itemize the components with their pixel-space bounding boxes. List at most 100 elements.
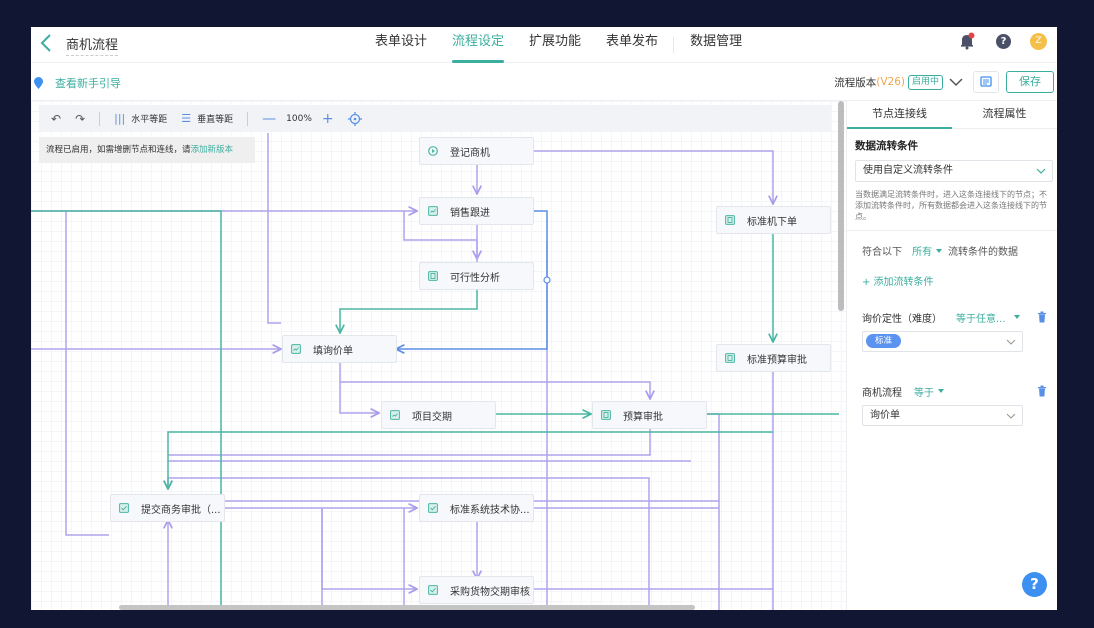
tab-extensions[interactable]: 扩展功能 [529, 34, 582, 49]
add-condition-button[interactable]: + 添加流转条件 [862, 277, 934, 288]
top-icons: ? Z [958, 32, 1047, 50]
comment-button[interactable] [973, 71, 999, 93]
tab-process-properties[interactable]: 流程属性 [982, 107, 1027, 120]
version-label: 流程版本 [834, 76, 877, 89]
version-number: (V26) [876, 76, 905, 88]
approval-icon [601, 410, 611, 420]
help-icon[interactable]: ? [996, 33, 1011, 49]
flow-node[interactable]: 项目交期 [381, 401, 496, 429]
node-label: 登记商机 [450, 147, 490, 159]
app-title[interactable]: 商机流程 [66, 34, 119, 56]
edge[interactable] [340, 290, 478, 333]
edge[interactable] [339, 363, 379, 413]
chevron-down-icon [1006, 339, 1016, 345]
condition-value-select[interactable]: 询价单 [862, 405, 1023, 426]
chevron-down-icon[interactable] [949, 77, 963, 87]
match-mode-dropdown[interactable]: 所有 [912, 243, 942, 258]
guide-link[interactable]: 查看新手引导 [34, 75, 121, 91]
condition-operator-dropdown[interactable]: 等于 [914, 384, 944, 399]
zoom-out-button[interactable]: — [262, 110, 277, 127]
trash-icon[interactable] [1037, 385, 1047, 397]
edge[interactable] [321, 508, 417, 589]
node-label: 项目交期 [412, 411, 452, 423]
vertical-spacing-button[interactable]: ☰ 垂直等距 [181, 112, 233, 125]
node-label: 标准机下单 [747, 216, 797, 228]
trash-icon[interactable] [1037, 311, 1047, 323]
top-bar: 商机流程 表单设计 流程设定 扩展功能 表单发布 数据管理 ? Z [31, 27, 1057, 63]
chevron-left-icon[interactable] [39, 33, 55, 53]
condition-value-select[interactable]: 标准 [862, 331, 1023, 352]
edge[interactable] [168, 477, 650, 610]
flow-canvas[interactable]: ↶ ↷ ||| 水平等距 ☰ 垂直等距 — 100% + 流程已启用，如需增删节… [31, 101, 846, 610]
condition-header: 询价定性（难度） 等于任意... [862, 310, 1057, 325]
tab-form-publish[interactable]: 表单发布 [606, 34, 659, 49]
tab-process-settings[interactable]: 流程设定 [452, 27, 505, 63]
edge[interactable] [168, 427, 651, 456]
locate-icon[interactable] [347, 111, 362, 126]
condition-field: 商机流程 [862, 387, 902, 399]
condition-operator: 等于任意... [956, 313, 1006, 325]
node-label: 填询价单 [313, 345, 353, 357]
condition-operator-dropdown[interactable]: 等于任意... [956, 310, 1020, 325]
zoom-in-button[interactable]: + [321, 110, 334, 127]
vertical-spacing-icon: ☰ [181, 112, 192, 125]
form-icon [390, 410, 400, 420]
caret-down-icon [1013, 315, 1020, 319]
form-icon [428, 206, 438, 216]
undo-button[interactable]: ↶ [51, 111, 62, 126]
bell-icon[interactable] [958, 32, 976, 50]
match-prefix: 符合以下 [862, 247, 902, 258]
flow-node[interactable]: 填询价单 [282, 335, 397, 363]
edge[interactable] [534, 150, 773, 204]
horizontal-spacing-button[interactable]: ||| 水平等距 [114, 112, 167, 125]
check-icon [428, 585, 438, 595]
horizontal-scrollbar[interactable] [119, 605, 695, 610]
node-label: 预算审批 [623, 411, 663, 423]
tab-data-management[interactable]: 数据管理 [690, 34, 743, 49]
flow-node[interactable]: 提交商务审批（... [110, 494, 225, 522]
flow-node-start[interactable]: 登记商机 [419, 137, 534, 165]
edge[interactable] [65, 211, 109, 536]
redo-button[interactable]: ↷ [75, 111, 86, 126]
guide-label: 查看新手引导 [55, 77, 121, 90]
flow-node[interactable]: 标准预算审批 [716, 344, 831, 372]
node-label: 提交商务审批（... [141, 504, 221, 516]
vertical-scrollbar[interactable] [838, 101, 844, 311]
approval-icon [725, 215, 735, 225]
tab-form-design[interactable]: 表单设计 [375, 34, 428, 49]
node-label: 可行性分析 [450, 272, 500, 284]
edge[interactable] [340, 381, 650, 399]
add-version-link[interactable]: 添加新版本 [190, 145, 234, 155]
toolbar-divider [99, 111, 101, 126]
save-button[interactable]: 保存 [1006, 71, 1054, 93]
flow-node[interactable]: 标准系统技术协... [419, 494, 534, 522]
match-suffix: 流转条件的数据 [948, 247, 1018, 258]
edge[interactable] [168, 431, 773, 489]
caret-down-icon [936, 248, 942, 253]
tab-node-connection[interactable]: 节点连接线 [847, 101, 952, 129]
condition-mode-select[interactable]: 使用自定义流转条件 [855, 160, 1053, 182]
flow-node[interactable]: 销售跟进 [419, 197, 534, 225]
message-icon [980, 76, 992, 87]
version-notice: 流程已启用，如需增删节点和连线，请添加新版本 [39, 137, 255, 163]
value-tag: 标准 [866, 334, 902, 348]
flow-node[interactable]: 标准机下单 [716, 206, 831, 234]
flow-node[interactable]: 预算审批 [592, 401, 707, 429]
condition-operator: 等于 [914, 387, 934, 399]
floating-help-button[interactable]: ? [1022, 572, 1047, 597]
edge[interactable] [31, 210, 222, 610]
node-label: 采购货物交期审核 [450, 586, 530, 598]
flow-node[interactable]: 可行性分析 [419, 262, 534, 290]
flow-node[interactable]: 采购货物交期审核 [419, 576, 534, 604]
edge[interactable] [707, 413, 720, 610]
avatar[interactable]: Z [1030, 32, 1047, 50]
edge[interactable] [403, 211, 477, 241]
properties-panel: 节点连接线 流程属性 数据流转条件 使用自定义流转条件 当数据满足流转条件时，进… [846, 101, 1057, 610]
approval-icon [428, 271, 438, 281]
play-icon [428, 146, 438, 156]
edge[interactable] [267, 133, 281, 324]
condition-value: 询价单 [870, 410, 900, 421]
form-icon [291, 344, 301, 354]
match-mode-value: 所有 [912, 247, 932, 258]
edge-handle[interactable] [543, 276, 551, 284]
